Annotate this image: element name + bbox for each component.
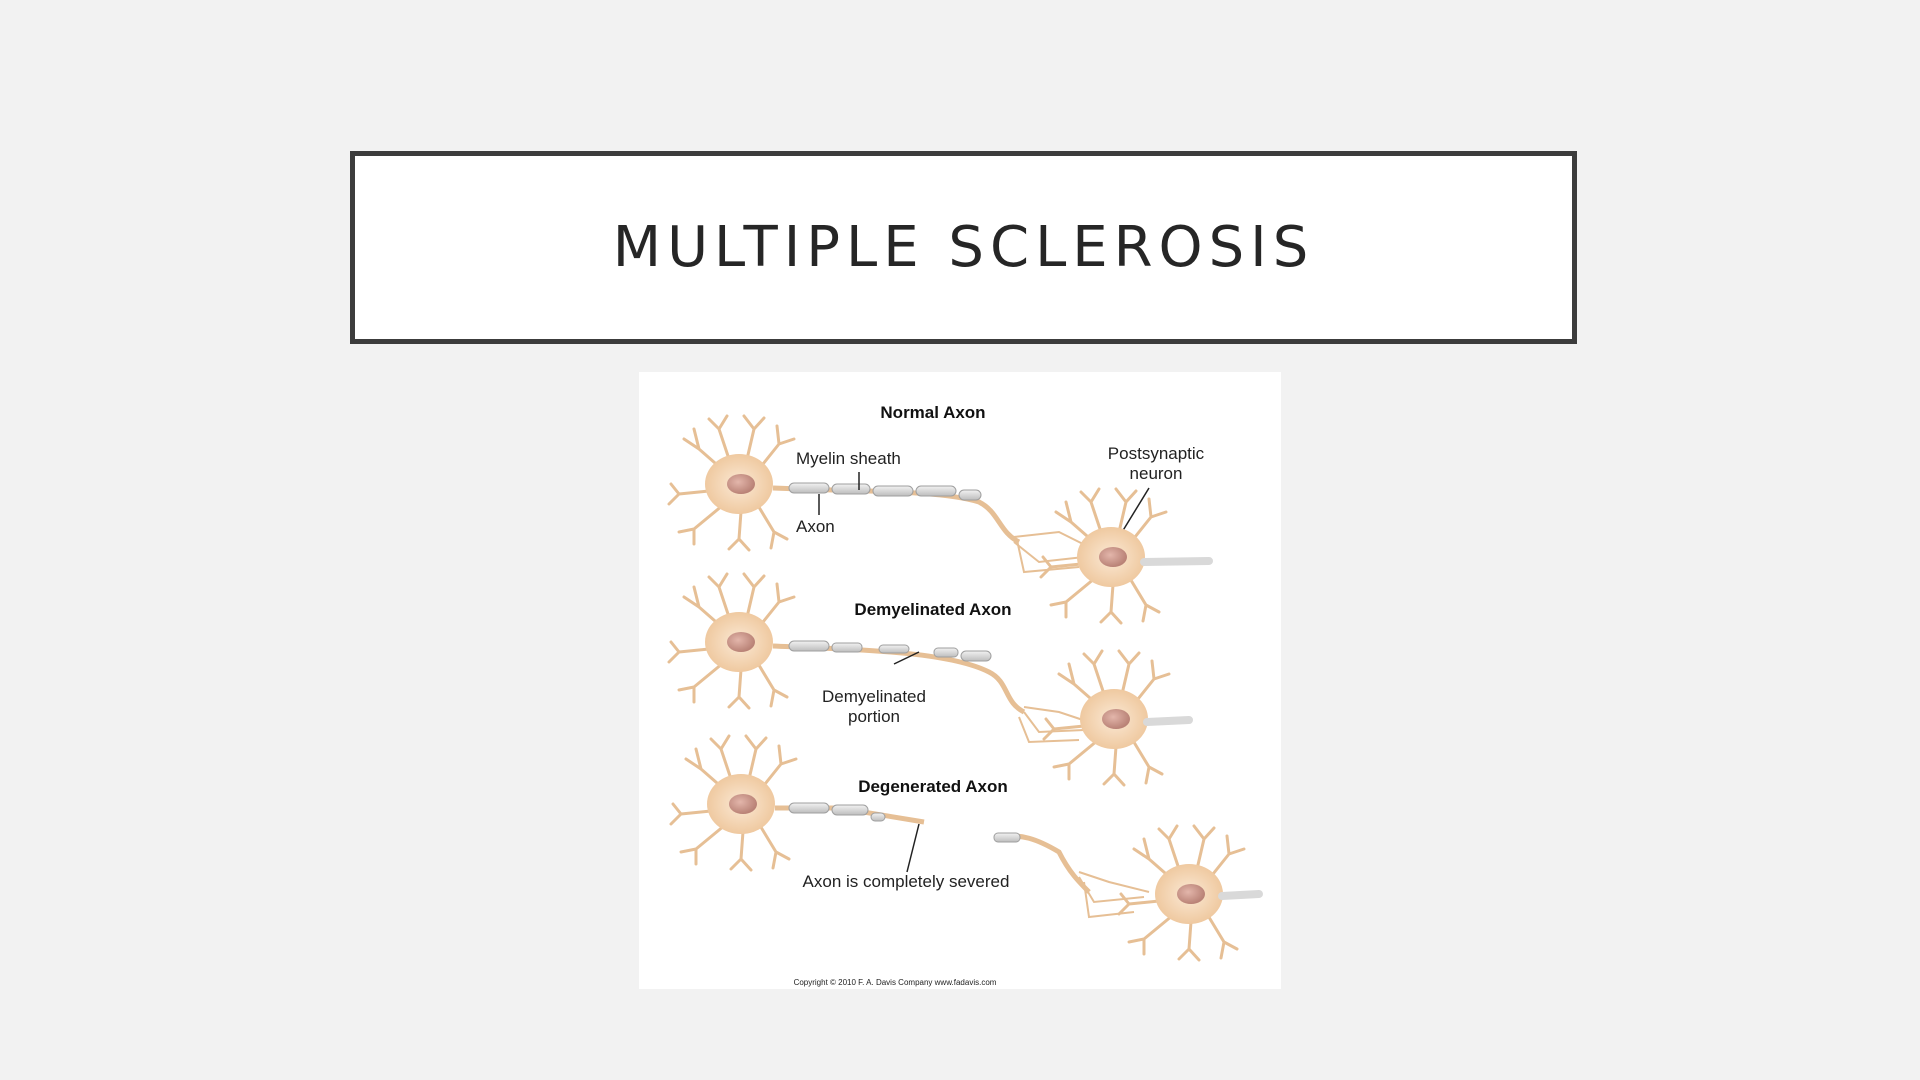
- demyelinated-label-line1: Demyelinated: [822, 687, 926, 706]
- myelin-segments-1: [788, 482, 982, 501]
- normal-axon-heading: Normal Axon: [880, 403, 985, 422]
- synapse-branches-1: [1013, 530, 1090, 574]
- degenerated-axon-heading: Degenerated Axon: [858, 777, 1008, 796]
- neuron-diagram-svg: Normal Axon Myelin sheath Axon Postsynap…: [667, 403, 1263, 987]
- postsynaptic-label-line2: neuron: [1130, 464, 1183, 483]
- copyright-text: Copyright © 2010 F. A. Davis Company www…: [794, 978, 997, 987]
- axon-3-distal: [998, 833, 1091, 894]
- degenerated-axon-section: Degenerated Axon Axon is completely: [669, 734, 1263, 962]
- neuron-diagram: Normal Axon Myelin sheath Axon Postsynap…: [639, 372, 1281, 989]
- demyelinated-axon-section: Demyelinated Axon Demyelinated portion: [667, 572, 1193, 787]
- slide-title: MULTIPLE SCLEROSIS: [612, 215, 1315, 280]
- severed-label: Axon is completely severed: [803, 872, 1010, 891]
- postsynaptic-axon-2: [1143, 716, 1193, 726]
- myelin-segments-2: [788, 640, 992, 662]
- demyelinated-label-line2: portion: [848, 707, 900, 726]
- postsynaptic-label-line1: Postsynaptic: [1108, 444, 1205, 463]
- demyelinated-pointer: [893, 651, 920, 665]
- presynaptic-neuron-3: [669, 734, 798, 872]
- demyelinated-axon-heading: Demyelinated Axon: [854, 600, 1011, 619]
- severed-pointer: [906, 823, 920, 873]
- presynaptic-neuron-1: [667, 414, 796, 552]
- postsynaptic-axon-3: [1218, 890, 1263, 900]
- postsynaptic-neuron-1: [1039, 487, 1168, 625]
- synapse-branches-2: [1018, 706, 1090, 744]
- title-box: MULTIPLE SCLEROSIS: [350, 151, 1577, 344]
- postsynaptic-pointer: [1118, 487, 1150, 538]
- myelin-segments-3: [788, 802, 886, 822]
- axon-label: Axon: [796, 517, 835, 536]
- synapse-branches-3: [1078, 871, 1150, 919]
- postsynaptic-axon-1: [1140, 557, 1213, 566]
- myelin-sheath-label: Myelin sheath: [796, 449, 901, 468]
- normal-axon-section: Normal Axon Myelin sheath Axon Postsynap…: [667, 403, 1213, 625]
- distal-myelin-fragment: [993, 832, 1021, 843]
- presynaptic-neuron-2: [667, 572, 796, 710]
